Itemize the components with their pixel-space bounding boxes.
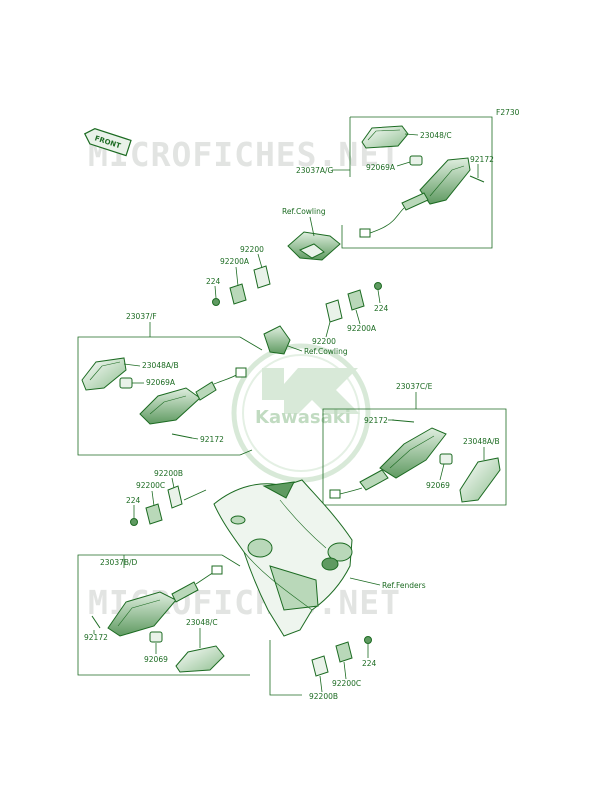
label-92200B-l: 92200B (154, 469, 183, 478)
label-92172-top: 92172 (470, 155, 494, 164)
cowling-bracket-top (287, 231, 341, 261)
label-23048C-top: 23048/C (420, 131, 452, 140)
label-92069A-left: 92069A (146, 378, 176, 387)
kawasaki-logo: Kawasaki (231, 343, 371, 483)
label-224-r1: 224 (374, 304, 389, 313)
label-224-l2: 224 (126, 496, 141, 505)
diagram-code: F2730 (496, 108, 520, 117)
label-92069-right: 92069 (426, 481, 450, 490)
hardware-upper-left (212, 265, 271, 306)
label-224-l1: 224 (206, 277, 221, 286)
turn-signal-rear-left (91, 565, 225, 673)
logo-text: Kawasaki (255, 407, 351, 428)
hardware-upper-right (325, 282, 382, 323)
front-arrow-icon: FRONT (83, 128, 132, 157)
turn-signal-front-left (81, 357, 247, 439)
label-23037CE: 23037C/E (396, 382, 433, 391)
group-box-right (322, 408, 507, 506)
label-23048AB-right: 23048A/B (463, 437, 500, 446)
label-23048C-bl: 23048/C (186, 618, 218, 627)
label-92200C-br: 92200C (332, 679, 361, 688)
label-92172-bl: 92172 (84, 633, 108, 642)
label-92200C-l: 92200C (136, 481, 165, 490)
label-92069-bl: 92069 (144, 655, 168, 664)
label-23037BD: 23037B/D (100, 558, 138, 567)
label-23037F: 23037/F (126, 312, 157, 321)
label-92172-left: 92172 (200, 435, 224, 444)
group-box-left (77, 336, 240, 456)
hardware-bottom-right (311, 636, 372, 677)
group-box-top-right (341, 116, 493, 249)
rear-fender (213, 479, 353, 637)
label-92069A-top: 92069A (366, 163, 396, 172)
cowling-bracket-mid (263, 325, 291, 355)
label-224-br: 224 (362, 659, 377, 668)
label-23037AG: 23037A/G (296, 166, 334, 175)
label-92200-l1: 92200 (240, 245, 264, 254)
label-ref-cowling-top: Ref.Cowling (282, 207, 326, 216)
label-92200B-br: 92200B (309, 692, 338, 701)
watermark-top: MICROFICHES.NET (88, 135, 401, 174)
label-92200-r1: 92200 (312, 337, 336, 346)
label-92200A-l1: 92200A (220, 257, 250, 266)
hardware-mid-left (130, 485, 183, 526)
label-92172-right: 92172 (364, 416, 388, 425)
turn-signal-front-right (359, 125, 485, 238)
label-ref-fenders: Ref.Fenders (382, 581, 426, 590)
label-23048AB-left: 23048A/B (142, 361, 179, 370)
group-box-bottom-left (77, 554, 250, 676)
turn-signal-rear-right (329, 419, 501, 503)
label-ref-cowling-mid: Ref.Cowling (304, 347, 348, 356)
label-92200A-r1: 92200A (347, 324, 377, 333)
